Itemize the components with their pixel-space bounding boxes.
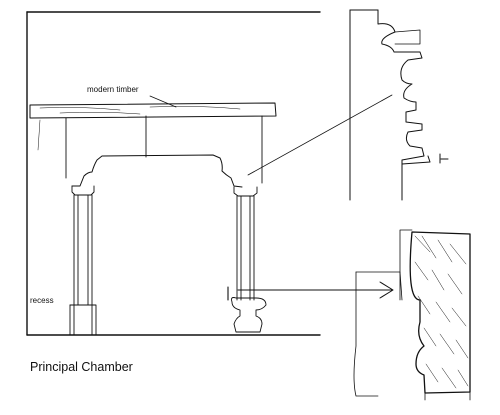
modern-timber-label: modern timber: [87, 85, 139, 94]
lower-moulding-section: [409, 231, 471, 401]
doorway-head: [71, 154, 243, 188]
recess-label: recess: [30, 296, 54, 305]
right-pilaster: [231, 186, 267, 333]
wall-frame: [37, 115, 263, 184]
upper-moulding-profile: [349, 9, 449, 201]
capital-leader: [247, 94, 393, 176]
room-outline: [26, 11, 321, 336]
timber-beam: [29, 102, 277, 119]
lower-wall-outline: [353, 229, 413, 397]
section-cut-mark: [227, 281, 394, 301]
timber-leader: [149, 95, 177, 108]
left-pilaster: [69, 185, 97, 336]
drawing-caption: Principal Chamber: [30, 360, 133, 374]
